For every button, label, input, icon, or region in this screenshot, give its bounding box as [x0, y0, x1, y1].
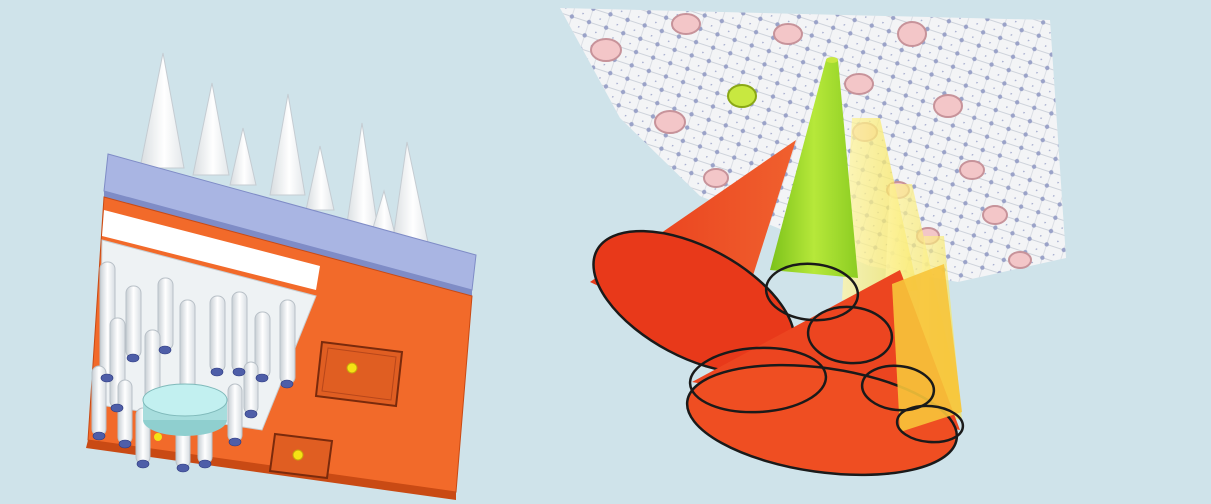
pink-element [704, 169, 728, 187]
spike [306, 146, 334, 210]
rod-tip [101, 374, 113, 382]
rod-tip [111, 404, 123, 412]
antenna-module-illustration [86, 53, 476, 500]
rod [210, 296, 225, 372]
rod [244, 362, 258, 414]
pink-element [845, 74, 873, 94]
rod [280, 300, 295, 384]
pink-element [898, 22, 926, 46]
rod-tip [233, 368, 245, 376]
pink-element [934, 95, 962, 117]
dielectric-disk [143, 384, 227, 436]
feed-dot [347, 363, 357, 373]
pink-element [774, 24, 802, 44]
feed-recess-upper [316, 342, 402, 406]
feed-recess-lower [270, 434, 332, 478]
rod [126, 286, 141, 358]
rod-tip [137, 460, 149, 468]
rod-tip [159, 346, 171, 354]
rod-tip [229, 438, 241, 446]
rod [180, 300, 195, 392]
pink-element [591, 39, 621, 61]
rod-tip [177, 464, 189, 472]
pink-element [672, 14, 700, 34]
pink-element [983, 206, 1007, 224]
rod-tip [119, 440, 131, 448]
pink-element [1009, 252, 1031, 268]
feed-dot [154, 433, 162, 441]
spike [230, 128, 256, 185]
spike [346, 123, 378, 230]
pink-element [655, 111, 685, 133]
radiation-pattern-illustration [560, 8, 1066, 490]
spike [270, 94, 305, 195]
feed-dot [293, 450, 303, 460]
rod-tip [199, 460, 211, 468]
rod [118, 380, 132, 444]
rod-tip [211, 368, 223, 376]
rod [232, 292, 247, 372]
rod-tip [245, 410, 257, 418]
rod-tip [127, 354, 139, 362]
rod [228, 384, 242, 442]
rod-tip [281, 380, 293, 388]
rod-tip [256, 374, 268, 382]
pink-element [960, 161, 984, 179]
spike [140, 53, 184, 168]
rod-tip [93, 432, 105, 440]
spike [193, 83, 229, 175]
green-element [728, 85, 756, 107]
